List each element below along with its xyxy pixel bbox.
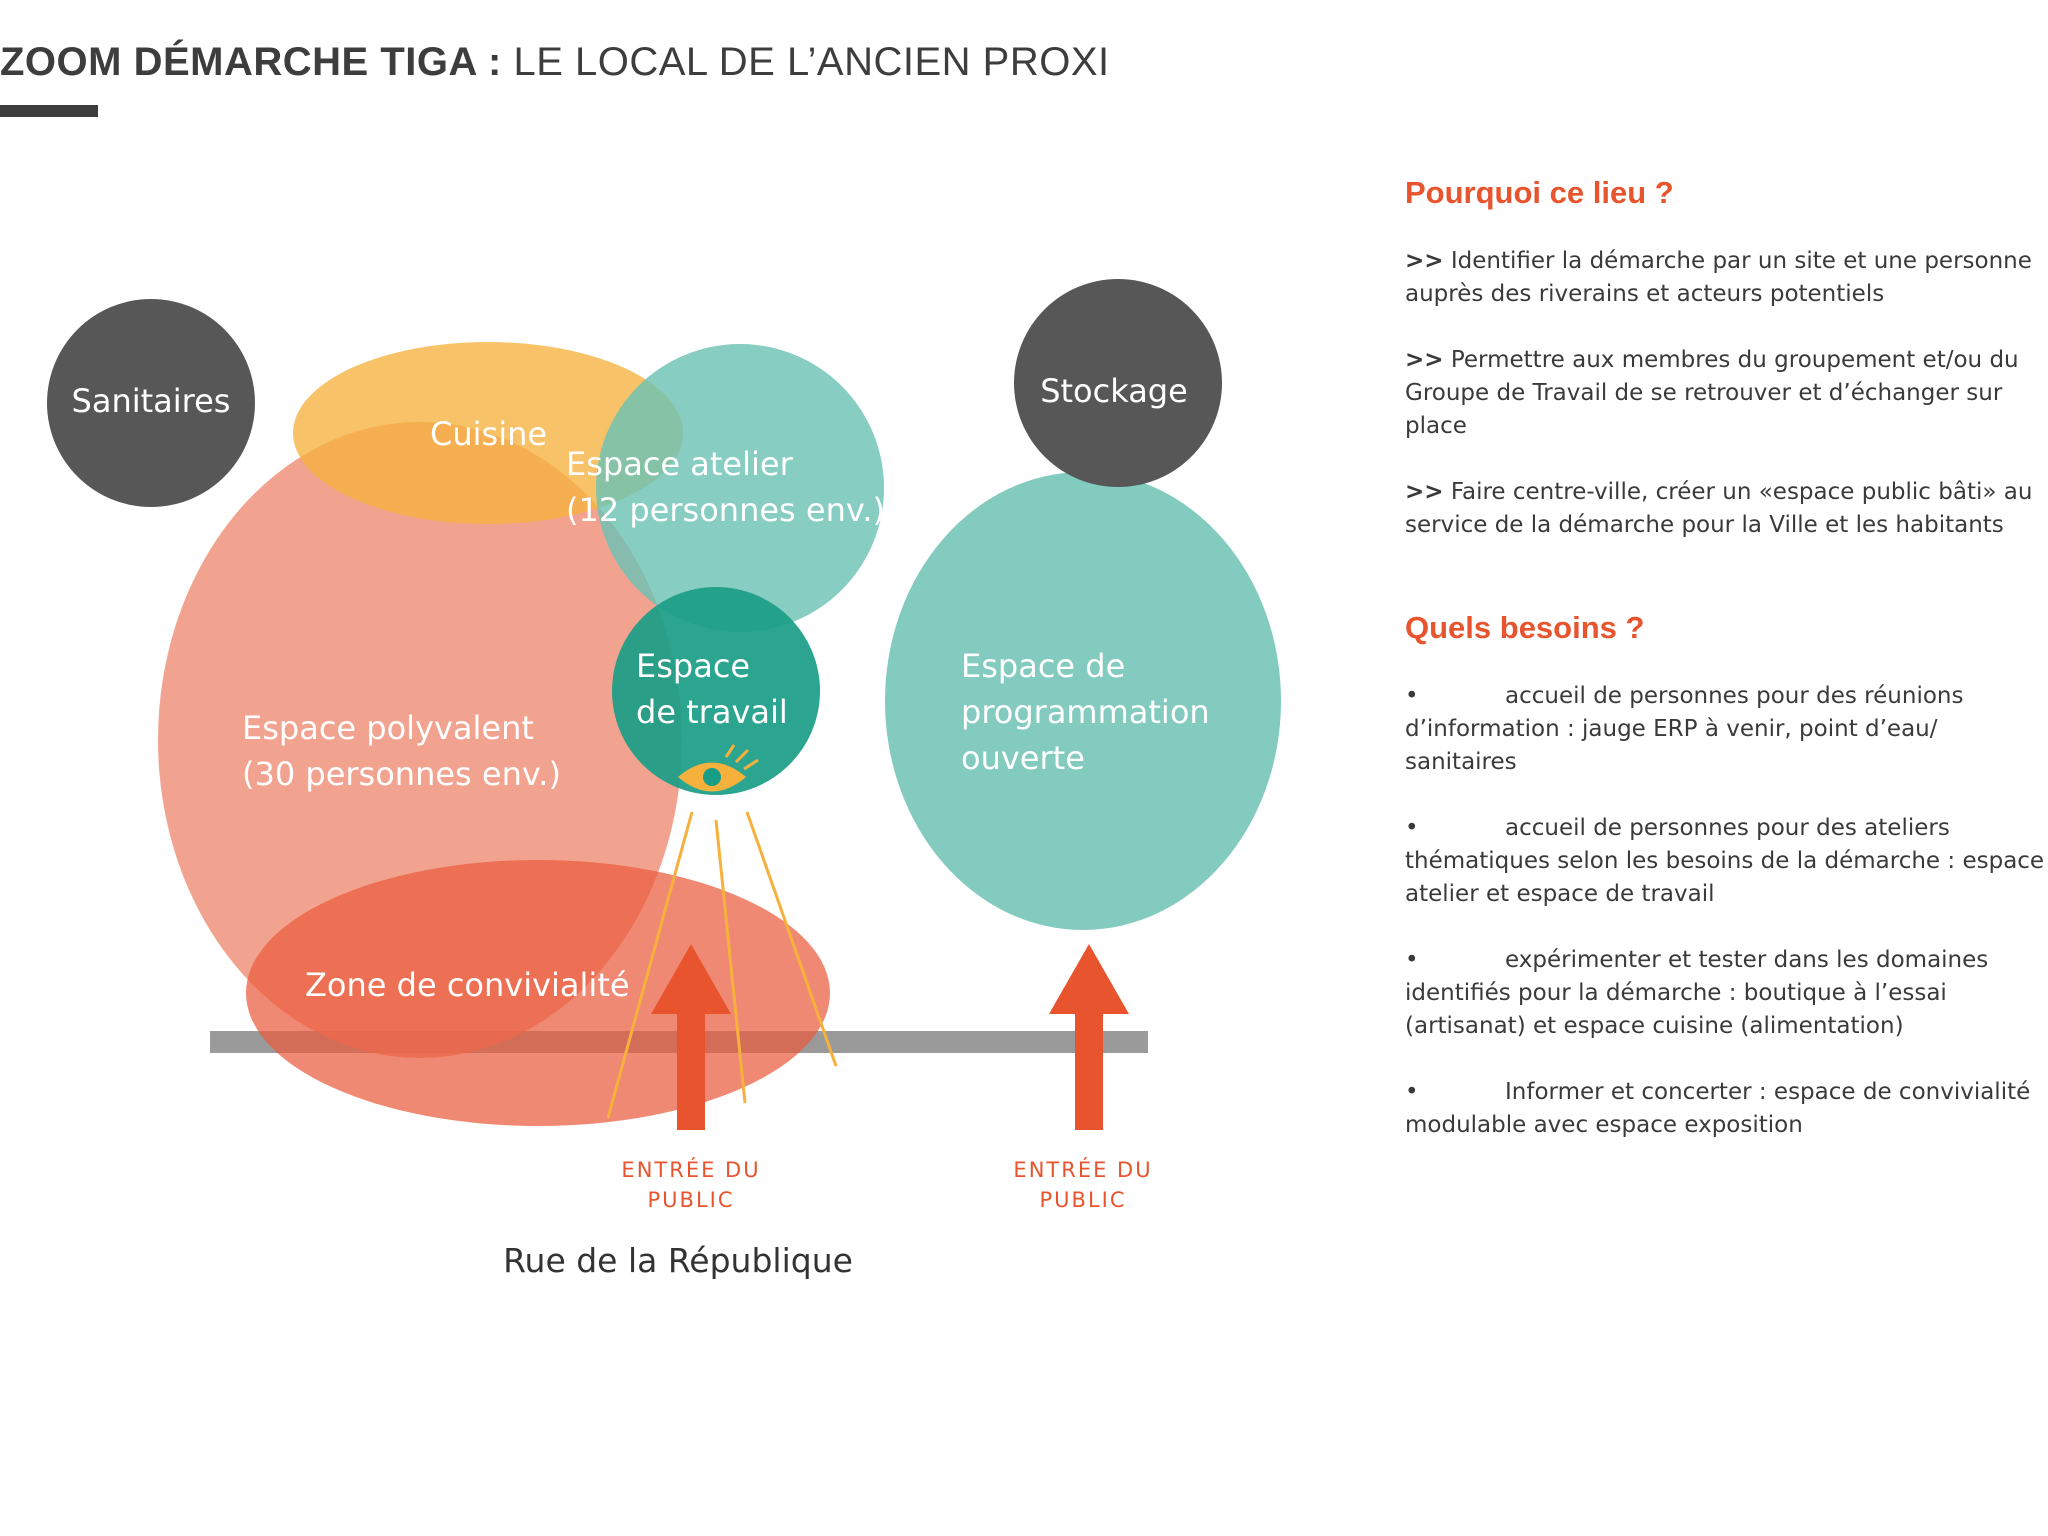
reason-marker: >> bbox=[1405, 248, 1444, 274]
espace-atelier-zone bbox=[596, 344, 884, 632]
need-text: expérimenter et tester dans les domaines… bbox=[1405, 947, 1989, 1039]
espace-atelier-label-line2: (12 personnes env.) bbox=[566, 491, 885, 529]
reason-text: Identifier la démarche par un site et un… bbox=[1405, 248, 2032, 307]
espace-polyvalent-label-line1: Espace polyvalent bbox=[242, 709, 534, 747]
page-title-bold: ZOOM DÉMARCHE TIGA : bbox=[0, 40, 502, 84]
zone-convivialite-label: Zone de convivialité bbox=[305, 966, 630, 1004]
need-bullet: • bbox=[1405, 815, 1419, 841]
need-bullet: • bbox=[1405, 947, 1419, 973]
espace-programmation-label-line3: ouverte bbox=[961, 739, 1085, 777]
entrance-arrow-1 bbox=[651, 944, 731, 1130]
need-bullet: • bbox=[1405, 683, 1419, 709]
page-title-regular: LE LOCAL DE L’ANCIEN PROXI bbox=[513, 40, 1110, 84]
espace-polyvalent-label-line2: (30 personnes env.) bbox=[242, 755, 561, 793]
espace-travail-label-line1: Espace bbox=[636, 647, 750, 685]
entrance-label-2-line2: PUBLIC bbox=[1040, 1188, 1127, 1212]
espace-travail-label-line2: de travail bbox=[636, 693, 788, 731]
stockage-label: Stockage bbox=[1040, 372, 1188, 410]
need-text: Informer et concerter : espace de conviv… bbox=[1405, 1079, 2031, 1138]
reason-text: Faire centre-ville, créer un «espace pub… bbox=[1405, 479, 2033, 538]
entrance-arrow-2 bbox=[1049, 944, 1129, 1130]
entrance-label-1-line2: PUBLIC bbox=[648, 1188, 735, 1212]
reason-item: >> Faire centre-ville, créer un «espace … bbox=[1405, 476, 2045, 542]
need-item: •accueil de personnes pour des réunions … bbox=[1405, 680, 2045, 779]
espace-programmation-zone bbox=[885, 472, 1281, 930]
eye-icon bbox=[678, 744, 759, 792]
stockage-zone bbox=[1014, 279, 1222, 487]
entrance-label-1-line1: ENTRÉE DU bbox=[621, 1157, 760, 1182]
reason-item: >> Permettre aux membres du groupement e… bbox=[1405, 344, 2045, 443]
entrance-label-2-line1: ENTRÉE DU bbox=[1013, 1157, 1152, 1182]
info-panel: Pourquoi ce lieu ? >> Identifier la déma… bbox=[1405, 175, 2045, 1175]
title-underline bbox=[0, 105, 98, 117]
reason-marker: >> bbox=[1405, 347, 1444, 373]
page-title: ZOOM DÉMARCHE TIGA : LE LOCAL DE L’ANCIE… bbox=[0, 40, 1110, 85]
reason-marker: >> bbox=[1405, 479, 1444, 505]
espace-programmation-label-line2: programmation bbox=[961, 693, 1210, 731]
reason-text: Permettre aux membres du groupement et/o… bbox=[1405, 347, 2019, 439]
espace-programmation-label-line1: Espace de bbox=[961, 647, 1125, 685]
sanitaires-label: Sanitaires bbox=[72, 382, 231, 420]
why-title: Pourquoi ce lieu ? bbox=[1405, 175, 1674, 210]
street-label: Rue de la République bbox=[503, 1241, 853, 1280]
cuisine-zone bbox=[293, 342, 683, 524]
reasons-list: >> Identifier la démarche par un site et… bbox=[1405, 245, 2045, 542]
sanitaires-zone bbox=[47, 299, 255, 507]
need-text: accueil de personnes pour des réunions d… bbox=[1405, 683, 1964, 775]
need-bullet: • bbox=[1405, 1079, 1419, 1105]
reason-item: >> Identifier la démarche par un site et… bbox=[1405, 245, 2045, 311]
espace-travail-zone bbox=[612, 587, 820, 795]
need-text: accueil de personnes pour des ateliers t… bbox=[1405, 815, 2045, 907]
cuisine-label: Cuisine bbox=[430, 415, 547, 453]
floor-plan-diagram: Sanitaires Stockage Cuisine Espace ateli… bbox=[47, 279, 1281, 1280]
needs-list: •accueil de personnes pour des réunions … bbox=[1405, 680, 2045, 1142]
espace-atelier-label-line1: Espace atelier bbox=[566, 445, 794, 483]
need-item: •accueil de personnes pour des ateliers … bbox=[1405, 812, 2045, 911]
needs-title: Quels besoins ? bbox=[1405, 610, 1645, 645]
view-lines bbox=[606, 811, 838, 1119]
need-item: •expérimenter et tester dans les domaine… bbox=[1405, 944, 2045, 1043]
need-item: •Informer et concerter : espace de convi… bbox=[1405, 1076, 2045, 1142]
